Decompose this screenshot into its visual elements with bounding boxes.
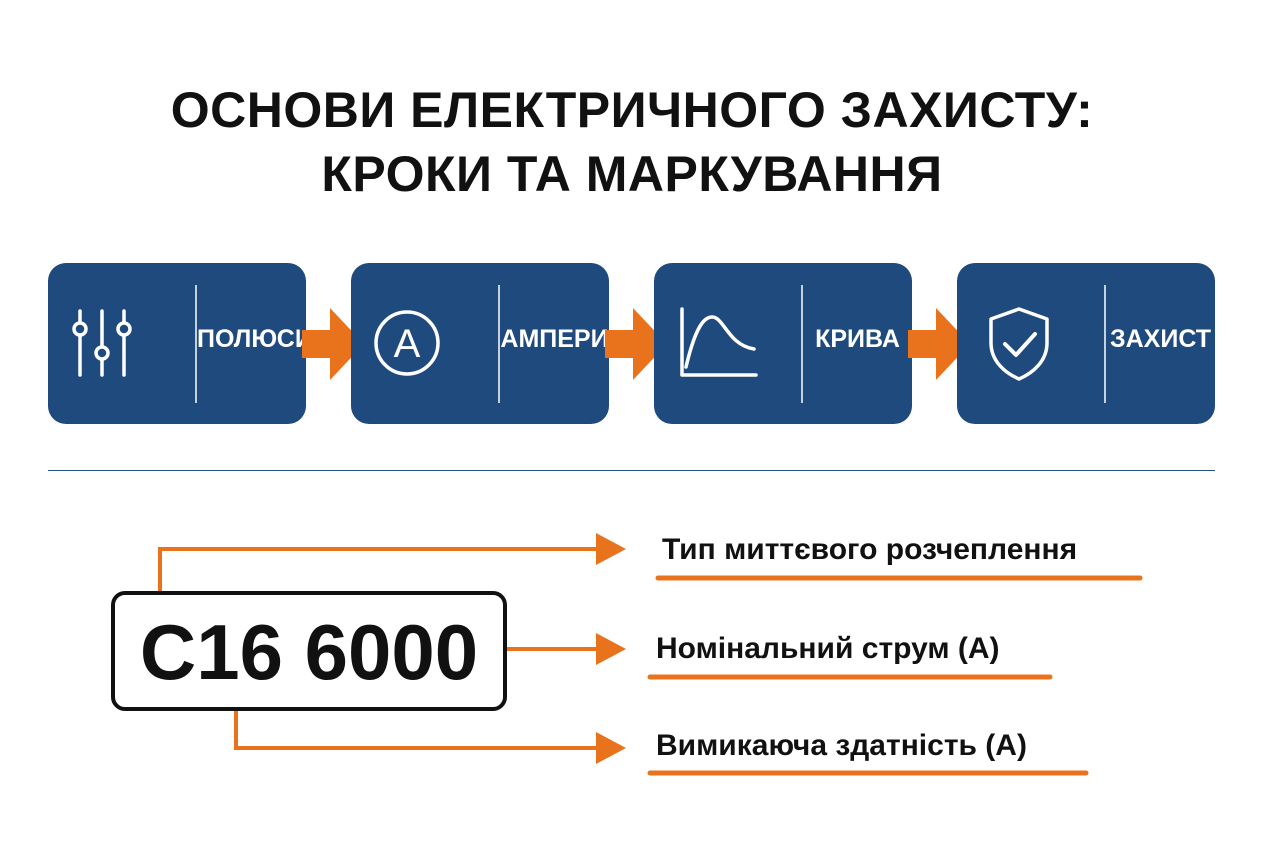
step-divider [195, 285, 197, 403]
step-label-poles: ПОЛЮСИ [197, 325, 313, 353]
step-arrow-1 [302, 308, 364, 380]
step-divider [801, 285, 803, 403]
marking-code-box: C16 6000 [111, 591, 507, 711]
section-separator [48, 470, 1215, 471]
page-title: ОСНОВИ ЕЛЕКТРИЧНОГО ЗАХИСТУ: КРОКИ ТА МА… [0, 78, 1264, 206]
shield-check-icon [989, 307, 1049, 381]
desc-rated-current: Номінальний струм (А) [656, 632, 1000, 665]
desc-breaking-capacity: Вимикаюча здатність (А) [656, 729, 1027, 762]
marking-code: C16 6000 [139, 608, 479, 696]
sliders-icon [72, 309, 132, 377]
step-label-curve: КРИВА [815, 325, 900, 353]
svg-text:A: A [394, 322, 421, 366]
step-divider [1104, 285, 1106, 403]
curve-chart-icon [680, 307, 758, 377]
step-amperes: A АМПЕРИ [351, 263, 609, 424]
step-curve: КРИВА [654, 263, 912, 424]
step-label-amperes: АМПЕРИ [500, 325, 609, 353]
step-arrow-3 [908, 308, 970, 380]
title-line-2: КРОКИ ТА МАРКУВАННЯ [321, 146, 943, 202]
desc-trip-type: Тип миттєвого розчеплення [662, 533, 1078, 566]
title-line-1: ОСНОВИ ЕЛЕКТРИЧНОГО ЗАХИСТУ: [170, 82, 1094, 138]
step-label-protection: ЗАХИСТ [1109, 325, 1212, 353]
ampere-icon: A [374, 310, 440, 376]
step-divider [498, 285, 500, 403]
step-poles: ПОЛЮСИ [48, 263, 313, 424]
step-protection: ЗАХИСТ [957, 263, 1215, 424]
step-arrow-2 [605, 308, 667, 380]
